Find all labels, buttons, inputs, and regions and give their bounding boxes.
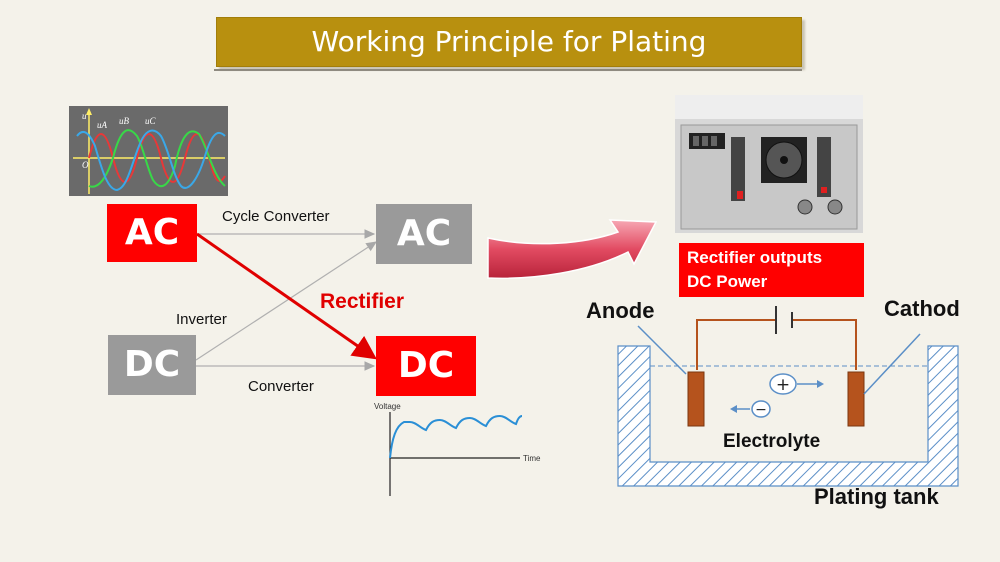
- dc-target-block: DC: [376, 336, 476, 396]
- page-title: Working Principle for Plating: [311, 25, 707, 58]
- cathode-electrode: [847, 371, 865, 427]
- wave-ua-label: uA: [97, 120, 108, 130]
- cathode-pointer: [863, 333, 921, 395]
- curved-arrow-icon: [487, 219, 658, 280]
- anode-label: Anode: [586, 298, 655, 323]
- rectifier-photo: [675, 95, 863, 233]
- inverter-label: Inverter: [176, 311, 227, 328]
- ac-source-block: AC: [107, 204, 197, 262]
- rectifier-label: Rectifier: [320, 290, 405, 313]
- positive-ion-arrowhead: [817, 380, 824, 388]
- wave-ub-label: uB: [119, 116, 130, 126]
- cathode-wire: [792, 319, 857, 370]
- time-axis-label: Time: [523, 454, 541, 463]
- voltage-time-graph: Voltage Time: [374, 402, 541, 496]
- negative-ion-icon: [751, 400, 771, 418]
- tank-walls: [617, 345, 959, 487]
- converter-label: Converter: [248, 378, 314, 395]
- voltage-axis-label: Voltage: [374, 402, 401, 411]
- plating-tank-diagram: + −: [617, 306, 959, 487]
- anode-pointer: [637, 325, 687, 375]
- positive-ion-icon: [769, 373, 797, 395]
- cathode-label: Cathod: [884, 296, 960, 321]
- dc-source-block: DC: [108, 335, 196, 395]
- plating-tank-label: Plating tank: [814, 484, 939, 509]
- rectifier-note-box: Rectifier outputs DC Power: [679, 243, 864, 297]
- anode-wire: [696, 319, 776, 370]
- positive-ion-sign: +: [776, 375, 790, 395]
- wave-u-label: u: [82, 111, 87, 121]
- anode-electrode: [687, 371, 705, 427]
- rectifier-arrow: [196, 232, 377, 360]
- rectifier-device-illustration: [675, 95, 863, 233]
- ac-waveform-image: u uA uB uC O: [69, 106, 228, 196]
- negative-ion-sign: −: [755, 402, 767, 418]
- rectifier-note-line2: DC Power: [687, 272, 768, 291]
- title-bar: Working Principle for Plating: [216, 17, 802, 67]
- wave-origin-label: O: [82, 160, 89, 170]
- ac-target-block: AC: [376, 204, 472, 264]
- rectifier-note-line1: Rectifier outputs: [687, 248, 823, 267]
- three-phase-waveform: u uA uB uC O: [73, 108, 226, 194]
- inverter-arrow: [195, 241, 378, 361]
- cycle-converter-label: Cycle Converter: [222, 208, 330, 225]
- title-underline: [214, 69, 802, 71]
- electrolyte-label: Electrolyte: [723, 431, 821, 452]
- negative-ion-arrowhead: [730, 405, 737, 413]
- wave-uc-label: uC: [145, 116, 157, 126]
